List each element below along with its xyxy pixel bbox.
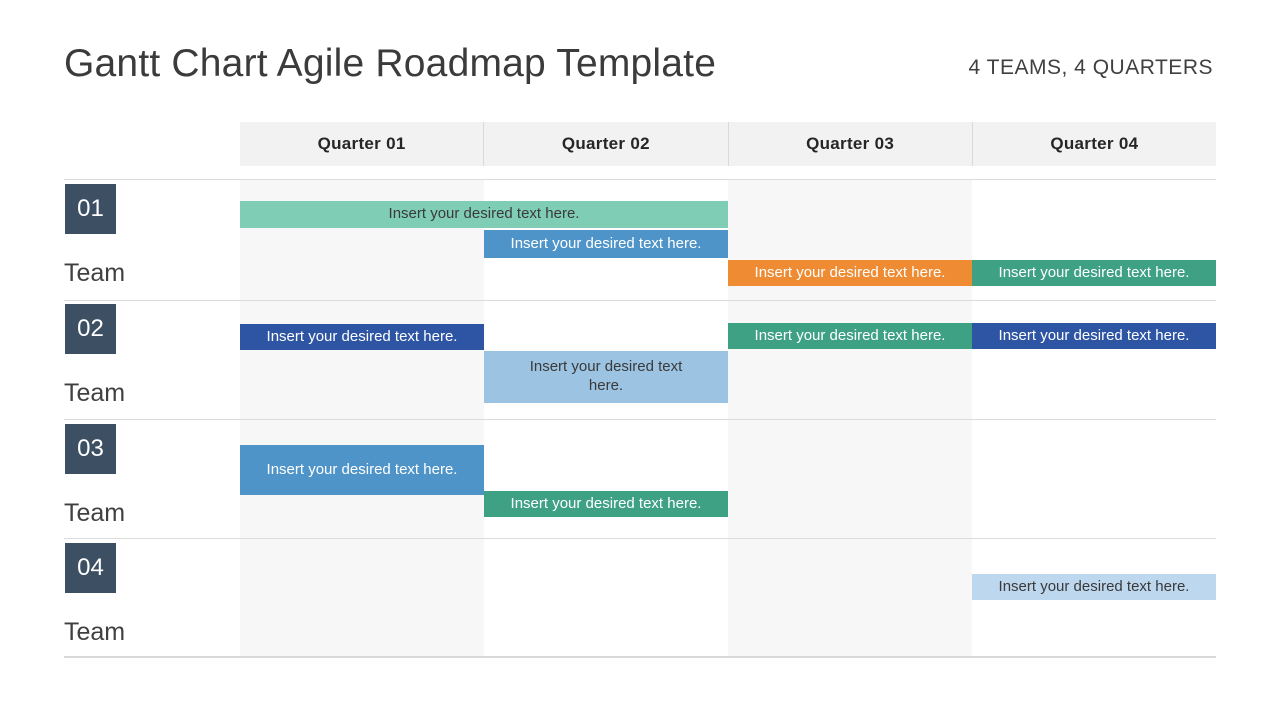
team-row-label-01: 01 Team	[64, 180, 234, 300]
gantt-bar[interactable]: Insert your desired text here.	[240, 201, 728, 228]
slide-subtitle: 4 TEAMS, 4 QUARTERS	[968, 56, 1213, 79]
column-stripe-q1	[240, 179, 484, 658]
gantt-bar[interactable]: Insert your desired text here.	[728, 323, 972, 349]
page-title: Gantt Chart Agile Roadmap Template	[64, 42, 717, 85]
team-badge-number: 04	[77, 554, 104, 581]
gantt-bar[interactable]: Insert your desired text here.	[484, 351, 728, 403]
team-badge-number: 01	[77, 195, 104, 222]
gantt-bar-label: Insert your desired text here.	[998, 326, 1190, 344]
gantt-bar-label: Insert your desired text here.	[266, 327, 458, 345]
gantt-bar[interactable]: Insert your desired text here.	[240, 445, 484, 495]
team-row-label-03: 03 Team	[64, 420, 234, 540]
gantt-bar[interactable]: Insert your desired text here.	[728, 260, 972, 286]
team-badge: 03	[65, 424, 116, 474]
team-row-label-02: 02 Team	[64, 300, 234, 420]
team-row-label-04: 04 Team	[64, 539, 234, 659]
team-label: Team	[64, 259, 126, 287]
team-badge: 01	[65, 184, 116, 234]
team-badge-number: 03	[77, 435, 104, 462]
gantt-bars-area: Insert your desired text here. Insert you…	[240, 179, 1216, 658]
column-stripe-q3	[728, 179, 972, 658]
quarter-header-q1: Quarter 01	[317, 134, 406, 153]
quarter-header-row: Quarter 01 Quarter 02 Quarter 03 Quarter…	[240, 122, 1216, 166]
table-bottom-border	[64, 656, 1216, 658]
row-separator	[64, 179, 1216, 180]
gantt-bar[interactable]: Insert your desired text here.	[972, 260, 1216, 286]
gantt-bar[interactable]: Insert your desired text here.	[972, 574, 1216, 600]
team-label: Team	[64, 379, 126, 407]
gantt-bar-label: Insert your desired text here.	[529, 358, 683, 394]
quarter-header-q2: Quarter 02	[483, 122, 727, 166]
quarter-header-q4: Quarter 04	[971, 122, 1216, 166]
quarter-header-q3: Quarter 03	[727, 122, 972, 166]
gantt-bar-label: Insert your desired text here.	[266, 460, 458, 478]
row-separator	[64, 419, 1216, 420]
gantt-bar-label: Insert your desired text here.	[510, 494, 702, 512]
gantt-bar[interactable]: Insert your desired text here.	[484, 230, 728, 258]
gantt-bar[interactable]: Insert your desired text here.	[240, 324, 484, 350]
team-badge: 02	[65, 304, 116, 354]
gantt-bar[interactable]: Insert your desired text here.	[484, 491, 728, 517]
team-badge-number: 02	[77, 315, 104, 342]
gantt-bar-label: Insert your desired text here.	[998, 577, 1190, 595]
team-badge: 04	[65, 543, 116, 593]
gantt-bar-label: Insert your desired text here.	[998, 263, 1190, 281]
gantt-bar-label: Insert your desired text here.	[388, 205, 580, 223]
gantt-bar[interactable]: Insert your desired text here.	[972, 323, 1216, 349]
gantt-bar-label: Insert your desired text here.	[754, 263, 946, 281]
team-label: Team	[64, 618, 126, 646]
gantt-bar-label: Insert your desired text here.	[510, 234, 702, 252]
team-label: Team	[64, 499, 126, 527]
gantt-bar-label: Insert your desired text here.	[754, 326, 946, 344]
row-separator	[64, 538, 1216, 539]
row-separator	[64, 300, 1216, 301]
